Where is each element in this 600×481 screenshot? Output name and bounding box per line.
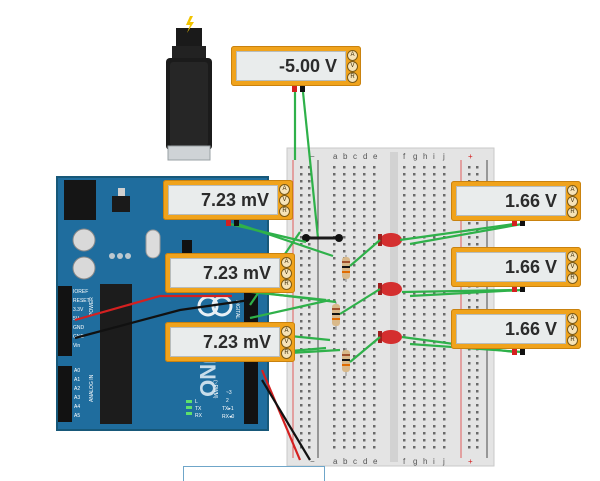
- meter-display: -5.00 V: [236, 51, 346, 81]
- multimeter[interactable]: 1.66 V A V R: [451, 247, 581, 287]
- terminal-r-icon[interactable]: R: [279, 206, 290, 217]
- svg-text:POWER: POWER: [89, 297, 95, 316]
- svg-text:RESET: RESET: [73, 298, 90, 304]
- arduino-board[interactable]: [56, 176, 269, 431]
- terminal-a-icon[interactable]: A: [347, 50, 358, 61]
- led[interactable]: [378, 233, 402, 247]
- meter-display: 1.66 V: [456, 252, 566, 282]
- col-letter: b: [343, 457, 348, 466]
- usb-cable[interactable]: [166, 16, 212, 161]
- terminal-r-icon[interactable]: R: [281, 348, 292, 359]
- svg-text:RX: RX: [195, 413, 203, 419]
- svg-text:Vin: Vin: [73, 343, 80, 349]
- svg-text:A3: A3: [74, 395, 80, 401]
- svg-text:IOREF: IOREF: [73, 289, 88, 295]
- col-letter: d: [363, 152, 367, 161]
- meter-display: 1.66 V: [456, 314, 566, 344]
- terminal-a-icon[interactable]: A: [279, 184, 290, 195]
- svg-text:GND: GND: [73, 325, 85, 331]
- led[interactable]: [378, 330, 402, 344]
- bottom-panel: [183, 466, 325, 481]
- col-letter: g: [413, 457, 417, 466]
- col-letter: g: [413, 152, 417, 161]
- terminal-a-icon[interactable]: A: [281, 326, 292, 337]
- terminal-r-icon[interactable]: R: [347, 72, 358, 83]
- terminal-a-icon[interactable]: A: [567, 185, 578, 196]
- svg-text:2: 2: [226, 398, 229, 404]
- svg-text:ANALOG IN: ANALOG IN: [89, 374, 95, 402]
- svg-text:A2: A2: [74, 386, 80, 392]
- terminal-v-icon[interactable]: V: [279, 195, 290, 206]
- resistor[interactable]: [332, 302, 340, 330]
- rail-minus-label: −: [310, 457, 315, 466]
- col-letter: j: [442, 457, 445, 466]
- svg-text:3.3V: 3.3V: [73, 307, 84, 313]
- col-letter: i: [433, 152, 435, 161]
- terminal-a-icon[interactable]: A: [567, 313, 578, 324]
- col-letter: h: [423, 152, 427, 161]
- resistor[interactable]: [342, 348, 350, 376]
- meter-display: 7.23 mV: [170, 258, 280, 288]
- multimeter[interactable]: 7.23 mV A V R: [165, 253, 295, 293]
- svg-text:L: L: [195, 399, 198, 405]
- meter-display: 1.66 V: [456, 186, 566, 216]
- col-letter: i: [433, 457, 435, 466]
- col-letter: e: [373, 457, 378, 466]
- terminal-r-icon[interactable]: R: [567, 207, 578, 218]
- multimeter[interactable]: 7.23 mV A V R: [163, 180, 293, 220]
- resistor[interactable]: [342, 255, 350, 282]
- col-letter: a: [333, 152, 338, 161]
- meter-display: 7.23 mV: [168, 185, 278, 215]
- terminal-v-icon[interactable]: V: [567, 324, 578, 335]
- col-letter: j: [442, 152, 445, 161]
- svg-text:~3: ~3: [226, 390, 232, 396]
- terminal-a-icon[interactable]: A: [567, 251, 578, 262]
- multimeter[interactable]: 1.66 V A V R: [451, 181, 581, 221]
- terminal-v-icon[interactable]: V: [567, 262, 578, 273]
- col-letter: f: [403, 152, 406, 161]
- power-bolt-icon: [186, 16, 194, 33]
- svg-text:RX◂0: RX◂0: [222, 414, 234, 420]
- svg-text:(~PWM): (~PWM): [212, 380, 218, 399]
- breadboard-labels: − + a b c d e f g h i j − + a b c d e f …: [310, 152, 473, 466]
- multimeter[interactable]: -5.00 V A V R: [231, 46, 361, 86]
- rail-minus-label: −: [310, 152, 315, 161]
- terminal-v-icon[interactable]: V: [281, 337, 292, 348]
- col-letter: f: [403, 457, 406, 466]
- col-letter: h: [423, 457, 427, 466]
- rail-plus-label: +: [468, 457, 473, 466]
- multimeter[interactable]: 7.23 mV A V R: [165, 322, 295, 362]
- col-letter: b: [343, 152, 348, 161]
- terminal-a-icon[interactable]: A: [281, 257, 292, 268]
- terminal-v-icon[interactable]: V: [347, 61, 358, 72]
- multimeter[interactable]: 1.66 V A V R: [451, 309, 581, 349]
- terminal-r-icon[interactable]: R: [567, 273, 578, 284]
- meter-display: 7.23 mV: [170, 327, 280, 357]
- svg-text:TX▸1: TX▸1: [222, 406, 234, 412]
- svg-text:A4: A4: [74, 404, 80, 410]
- svg-text:A1: A1: [74, 377, 80, 383]
- col-letter: d: [363, 457, 367, 466]
- svg-text:DIGITAL: DIGITAL: [234, 300, 240, 319]
- col-letter: a: [333, 457, 338, 466]
- breadboard[interactable]: [286, 147, 495, 467]
- terminal-v-icon[interactable]: V: [281, 268, 292, 279]
- terminal-v-icon[interactable]: V: [567, 196, 578, 207]
- col-letter: c: [353, 152, 357, 161]
- col-letter: e: [373, 152, 378, 161]
- terminal-r-icon[interactable]: R: [281, 279, 292, 290]
- col-letter: c: [353, 457, 357, 466]
- svg-text:TX: TX: [195, 406, 202, 412]
- rail-plus-label: +: [468, 152, 473, 161]
- led[interactable]: [378, 282, 402, 296]
- svg-text:A0: A0: [74, 368, 80, 374]
- svg-text:A5: A5: [74, 413, 80, 419]
- terminal-r-icon[interactable]: R: [567, 335, 578, 346]
